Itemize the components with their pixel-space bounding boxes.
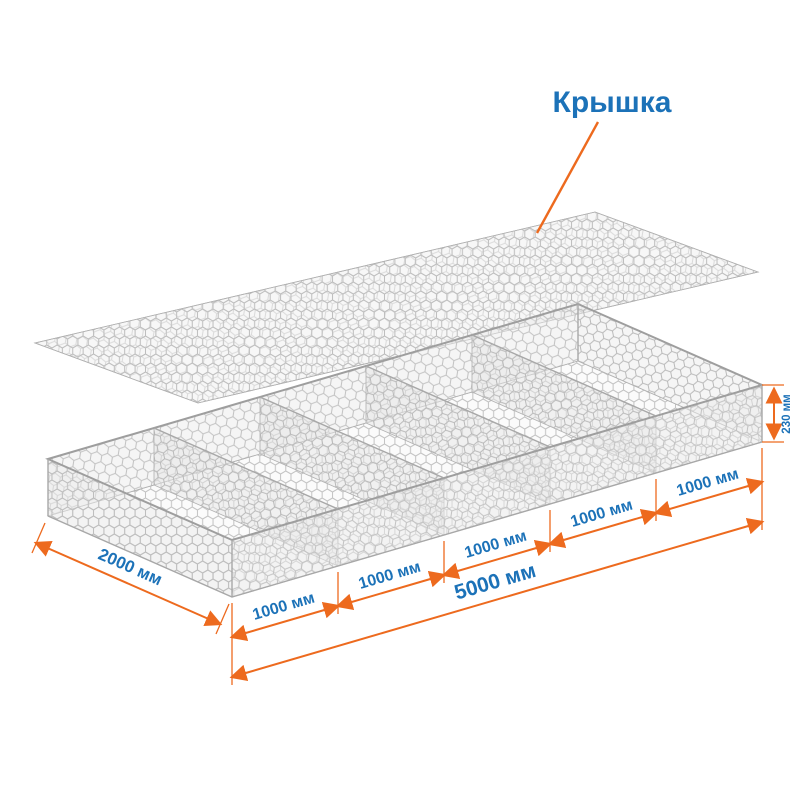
lid-mesh-overlay — [33, 211, 760, 404]
segment-label-3: 1000 мм — [463, 528, 529, 562]
width-ext-line-1 — [31, 522, 46, 554]
lid-callout: Крышка — [535, 86, 672, 234]
total-dimension-line — [229, 517, 765, 682]
width-ext-line-2 — [215, 603, 230, 635]
height-dimension-label: 230 мм — [781, 394, 793, 433]
segment-line-5 — [653, 477, 765, 518]
dimension-height-230: 230 мм — [762, 384, 793, 443]
lid-callout-leader-line — [535, 121, 600, 234]
gabion-box — [45, 302, 765, 598]
segment-label-5: 1000 мм — [675, 466, 741, 500]
gabion-lid — [33, 211, 760, 404]
segment-label-1: 1000 мм — [251, 590, 317, 624]
width-dimension-line — [33, 541, 223, 626]
segment-label-2: 1000 мм — [357, 559, 423, 593]
total-dimension-label: 5000 мм — [452, 559, 539, 605]
lid-label: Крышка — [553, 86, 672, 119]
segment-label-4: 1000 мм — [569, 497, 635, 531]
